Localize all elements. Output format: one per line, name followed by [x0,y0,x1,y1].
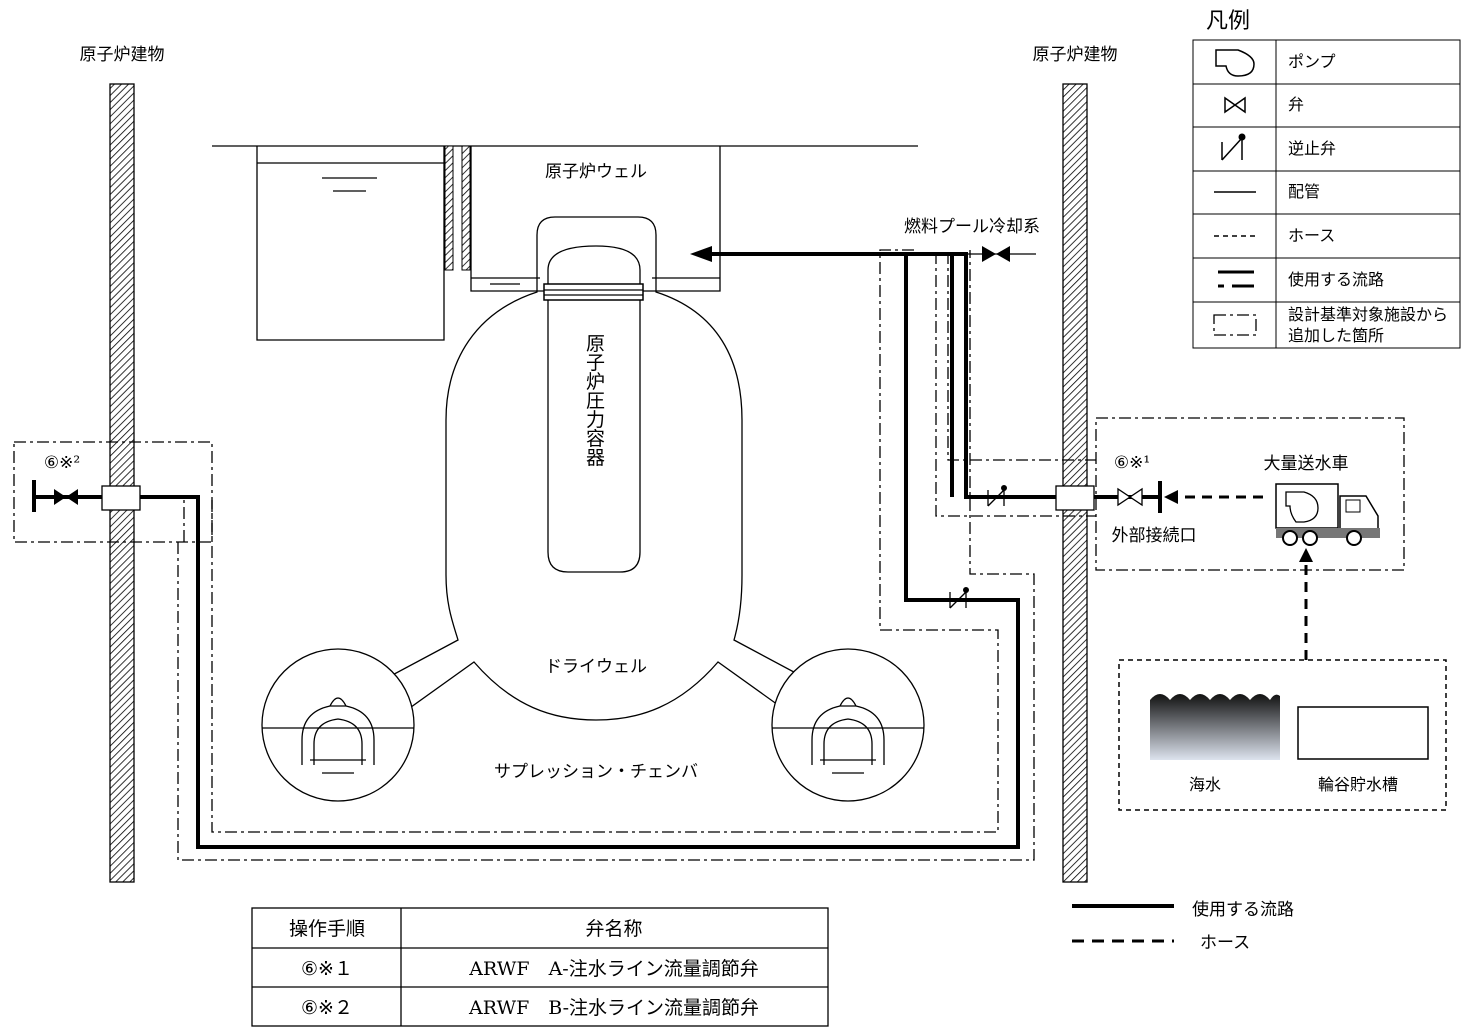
hose-arrow-truck [1299,548,1313,562]
pool-gate-wall [444,145,471,271]
spent-fuel-pool [256,146,445,341]
legend-label-pump: ポンプ [1288,52,1336,71]
valve-arwf-b[interactable] [32,480,102,512]
legend: 凡例 ポンプ 弁 逆止弁 配管 ホース 使 [1192,9,1461,349]
legend-used-flow-path-icon [1218,270,1254,288]
hose-arrow-connection [1164,490,1178,504]
valve-table: 操作手順 弁名称 ⑥※１ ARWF A-注水ライン流量調節弁 ⑥※２ ARWF … [251,907,829,1027]
table-row-2-step: ⑥※２ [301,997,353,1019]
bottom-legend-hose: ホース [1200,933,1250,953]
table-header-step: 操作手順 [289,918,365,940]
right-building-label: 原子炉建物 [1033,45,1118,65]
right-wall-penetration [1055,485,1095,511]
legend-label-valve: 弁 [1288,95,1304,114]
pump-truck-label: 大量送水車 [1264,454,1349,474]
seawater-label: 海水 [1189,775,1221,794]
added-box-external-connection [1095,417,1405,571]
storage-tank-label: 輪谷貯水槽 [1318,775,1398,794]
check-valve-upper [987,485,1007,507]
check-valve-lower [949,587,969,609]
seawater-icon [1150,694,1280,760]
suppression-chamber-label: サプレッション・チェンバ [494,762,698,782]
pump-truck-icon [1275,483,1380,546]
legend-label-added-1: 設計基準対象施設から [1288,305,1448,324]
table-row-1-name: ARWF A-注水ライン流量調節弁 [468,958,758,980]
right-building-wall [1062,83,1088,883]
legend-label-piping: 配管 [1288,182,1320,201]
legend-valve-icon [1224,96,1246,114]
injection-flow-path [140,252,1160,849]
table-row-1-step: ⑥※１ [301,958,353,980]
fuel-pool-cooling-label: 燃料プール冷却系 [904,217,1040,237]
fuel-pool-cooling-valve [982,246,1010,262]
legend-added-location-box-icon [1213,314,1257,336]
legend-label-used-path: 使用する流路 [1288,270,1384,289]
drywell-label: ドライウェル [545,657,647,677]
table-header-valve-name: 弁名称 [585,918,642,940]
suppression-chamber-left [261,648,415,802]
rpv [543,245,644,573]
added-box-left-valve [13,441,213,543]
reactor-well-label: 原子炉ウェル [545,162,647,182]
flow-arrow-to-reactor [690,246,712,262]
added-line-left-route [177,249,1035,861]
legend-label-check-valve: 逆止弁 [1288,139,1336,158]
left-building-label: 原子炉建物 [80,45,165,65]
valve-arwf-a[interactable] [1117,481,1162,513]
storage-tank-icon [1297,706,1429,760]
bottom-legend: 使用する流路 ホース [1072,899,1294,953]
valve-right-mark: ⑥※¹ [1114,453,1150,473]
legend-check-valve-icon [1221,133,1246,161]
legend-pump-icon [1215,49,1255,77]
left-building-wall [109,83,135,883]
added-line-right-route [935,252,1096,517]
external-connection-label: 外部接続口 [1112,526,1197,546]
table-row-2-name: ARWF B-注水ライン流量調節弁 [468,997,759,1019]
legend-title: 凡例 [1206,9,1250,34]
valve-left-mark: ⑥※² [44,453,80,473]
left-wall-penetration [101,485,141,511]
rpv-label: 原子炉圧力容器 [583,334,605,467]
containment-vessel [325,216,867,736]
bottom-legend-used-path: 使用する流路 [1192,899,1294,920]
legend-label-added-2: 追加した箇所 [1288,326,1384,345]
legend-label-hose: ホース [1288,226,1335,245]
water-source-box [1118,659,1447,811]
suppression-chamber-right [771,648,925,802]
